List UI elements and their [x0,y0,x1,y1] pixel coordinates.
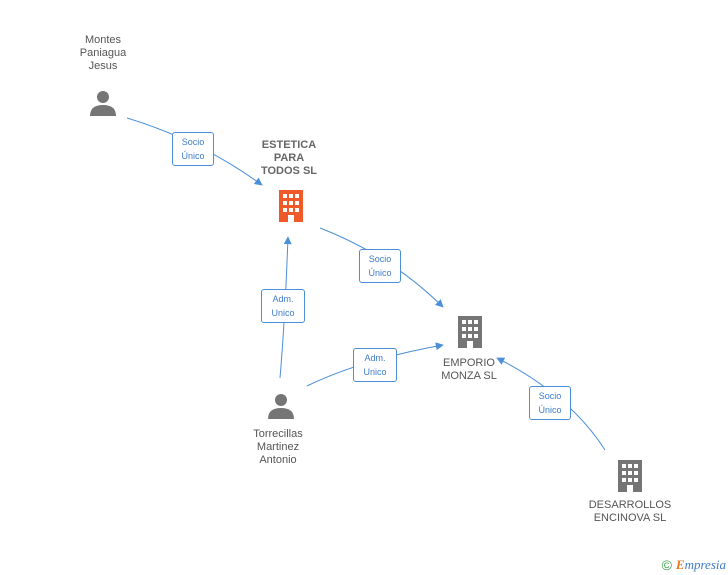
edge-label-estetica-emporio[interactable]: Socio Único [359,249,401,283]
edge-label-torrecillas-estetica[interactable]: Adm. Unico [261,289,305,323]
edge-label-torrecillas-emporio[interactable]: Adm. Unico [353,348,397,382]
building-icon-main[interactable] [276,188,306,224]
edge-label-desarrollos-emporio[interactable]: Socio Único [529,386,571,420]
person-icon[interactable] [266,391,296,421]
building-icon[interactable] [455,314,485,350]
node-label-montes[interactable]: Montes Paniagua Jesus [79,34,127,72]
node-label-desarrollos[interactable]: DESARROLLOS ENCINOVA SL [588,499,672,524]
node-label-torrecillas[interactable]: Torrecillas Martinez Antonio [253,428,303,466]
copyright-icon: © [661,557,672,573]
building-icon[interactable] [615,458,645,494]
node-label-emporio[interactable]: EMPORIO MONZA SL [441,357,497,382]
person-icon[interactable] [88,88,118,118]
brand-logo[interactable]: Empresia [675,557,726,572]
footer-brand: © Empresia [662,557,726,573]
node-label-estetica[interactable]: ESTETICA PARA TODOS SL [260,139,318,177]
edge-label-montes-estetica[interactable]: Socio Único [172,132,214,166]
